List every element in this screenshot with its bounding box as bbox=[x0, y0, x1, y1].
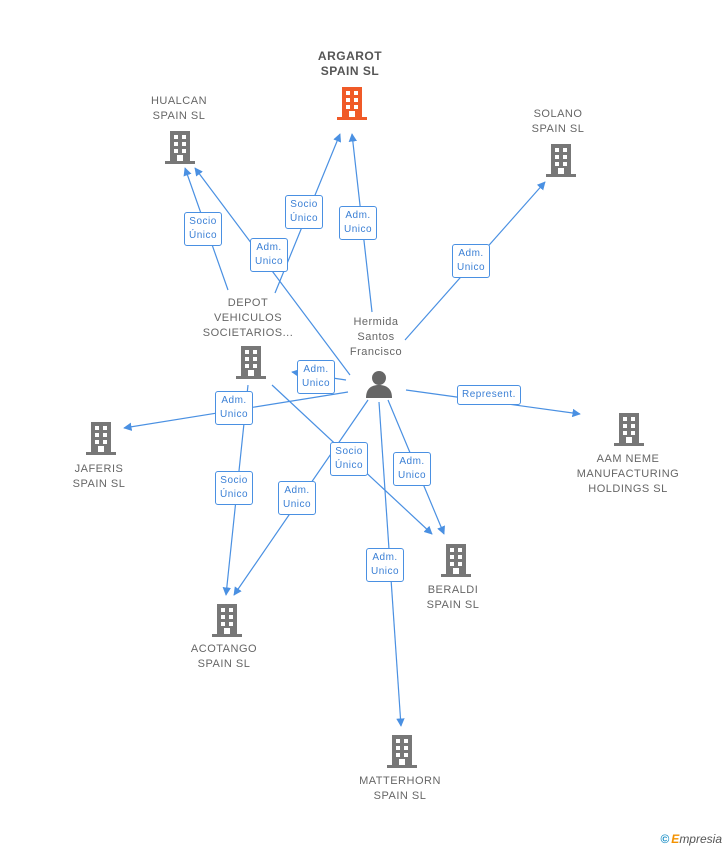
building-icon-depot[interactable] bbox=[236, 345, 266, 379]
node-label-argarot[interactable]: ARGAROT SPAIN SL bbox=[317, 49, 383, 78]
edge-label-represent-aam[interactable]: Represent. bbox=[457, 385, 521, 405]
edge-label-adm-hualcan[interactable]: Adm. Unico bbox=[250, 238, 289, 272]
node-label-matterhorn[interactable]: MATTERHORN SPAIN SL bbox=[359, 775, 441, 802]
building-icon-acotango[interactable] bbox=[212, 603, 242, 637]
brand-initial: E bbox=[671, 832, 680, 846]
building-icon-beraldi[interactable] bbox=[441, 543, 471, 577]
edge-label-socio-hualcan[interactable]: Socio Único bbox=[184, 212, 223, 246]
edge-label-adm-depot[interactable]: Adm. Unico bbox=[297, 360, 336, 394]
edge-label-adm-solano[interactable]: Adm. Unico bbox=[452, 244, 491, 278]
node-label-hermida[interactable]: Hermida Santos Francisco bbox=[349, 316, 403, 358]
building-icon-aam[interactable] bbox=[614, 412, 644, 446]
edge-label-adm-argarot[interactable]: Adm. Unico bbox=[339, 206, 378, 240]
copyright-icon: © bbox=[660, 832, 670, 846]
building-icon-solano[interactable] bbox=[546, 143, 576, 177]
node-label-solano[interactable]: SOLANO SPAIN SL bbox=[531, 108, 585, 135]
building-icon-argarot[interactable] bbox=[337, 86, 367, 120]
node-label-beraldi[interactable]: BERALDI SPAIN SL bbox=[426, 584, 480, 611]
brand-name: mpresia bbox=[679, 832, 722, 846]
node-label-aam[interactable]: AAM NEME MANUFACTURING HOLDINGS SL bbox=[576, 453, 680, 495]
edge-label-socio-acotango[interactable]: Socio Único bbox=[215, 471, 254, 505]
node-label-depot[interactable]: DEPOT VEHICULOS SOCIETARIOS... bbox=[202, 297, 294, 339]
node-label-jaferis[interactable]: JAFERIS SPAIN SL bbox=[72, 463, 126, 490]
edge-label-adm-jaferis[interactable]: Adm. Unico bbox=[215, 391, 254, 425]
edge-label-adm-acotango[interactable]: Adm. Unico bbox=[278, 481, 317, 515]
node-label-hualcan[interactable]: HUALCAN SPAIN SL bbox=[150, 95, 208, 122]
brand-footer[interactable]: ©Empresia bbox=[660, 832, 722, 846]
edge-label-socio-argarot[interactable]: Socio Único bbox=[285, 195, 324, 229]
building-icon-matterhorn[interactable] bbox=[387, 734, 417, 768]
edge-label-adm-beraldi[interactable]: Adm. Unico bbox=[393, 452, 432, 486]
edge-label-adm-matterhorn[interactable]: Adm. Unico bbox=[366, 548, 405, 582]
building-icon-jaferis[interactable] bbox=[86, 421, 116, 455]
node-label-acotango[interactable]: ACOTANGO SPAIN SL bbox=[190, 643, 258, 670]
edge-label-socio-beraldi[interactable]: Socio Único bbox=[330, 442, 369, 476]
person-icon-hermida[interactable] bbox=[364, 368, 394, 398]
building-icon-hualcan[interactable] bbox=[165, 130, 195, 164]
